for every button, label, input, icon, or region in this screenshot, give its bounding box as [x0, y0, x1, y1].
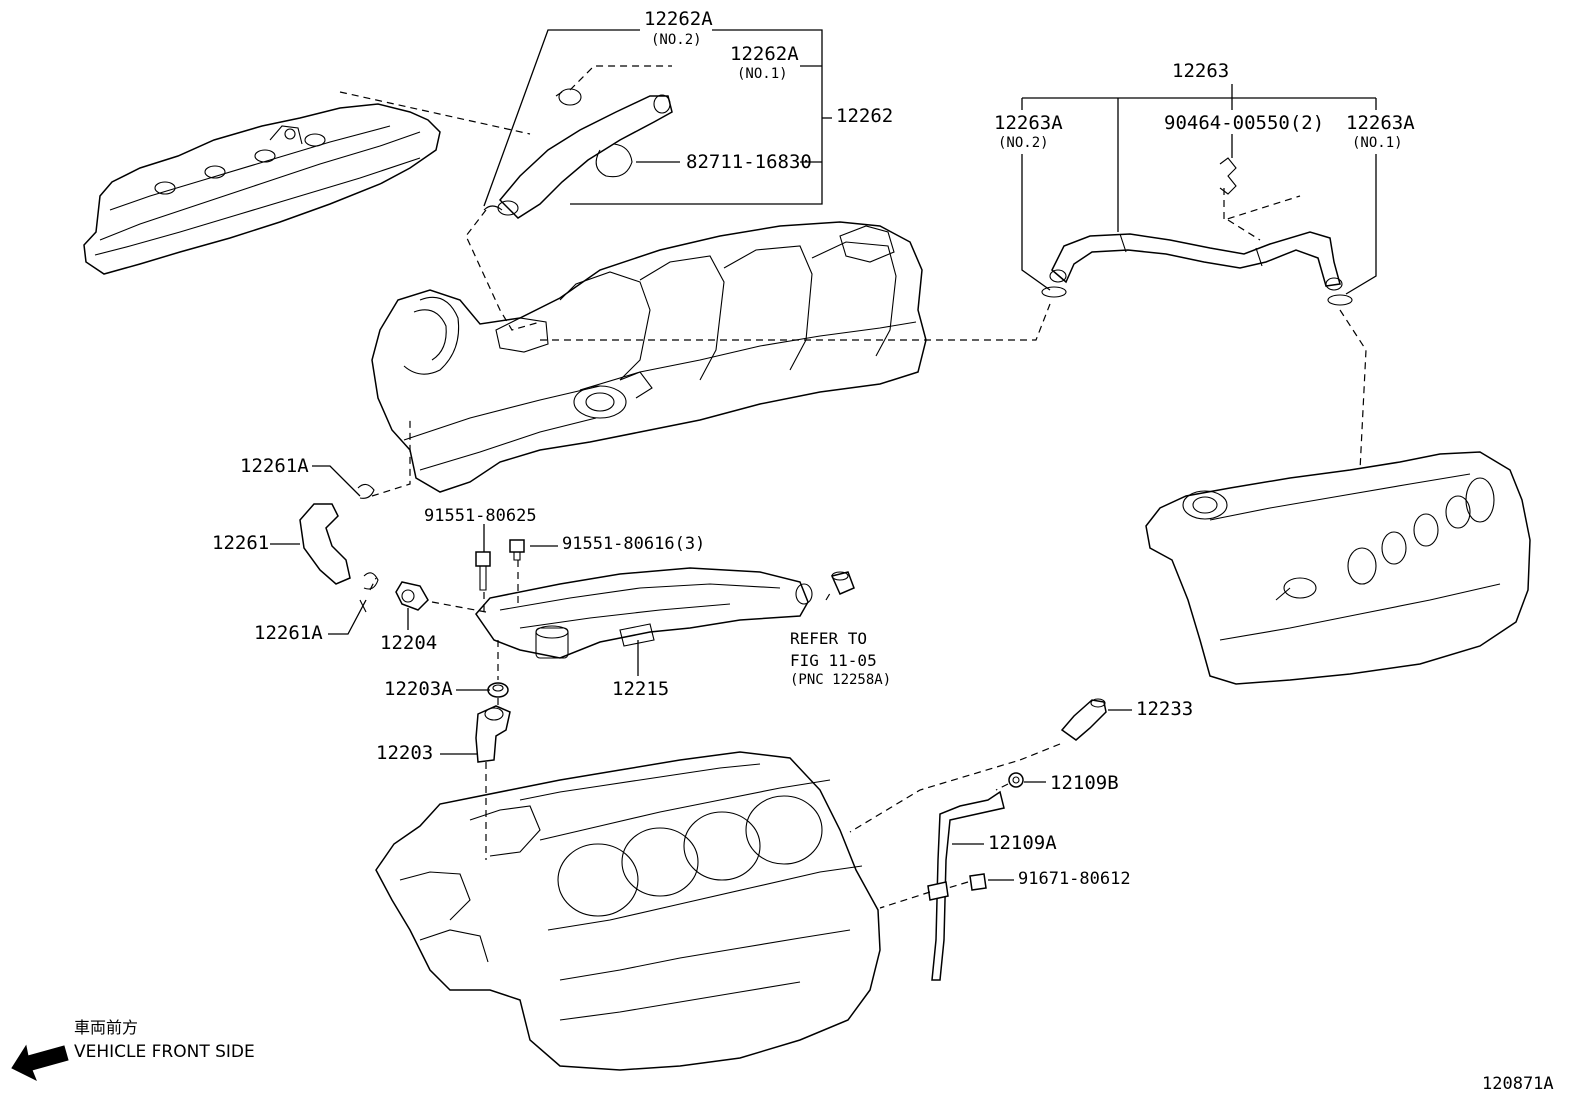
right-head-cover-illustration — [1145, 451, 1531, 685]
oil-separator-illustration — [475, 567, 813, 659]
label-12109B[interactable]: 12109B — [1050, 772, 1119, 794]
assembly-dash-lines — [339, 65, 1367, 909]
label-12204[interactable]: 12204 — [380, 632, 438, 654]
label-91671-80612[interactable]: 91671-80612 — [1018, 869, 1131, 889]
label-82711-16830[interactable]: 82711-16830 — [686, 151, 812, 173]
label-12262[interactable]: 12262 — [836, 105, 894, 127]
label-12262A-no2[interactable]: 12262A — [644, 8, 713, 30]
direction-label-english: VEHICLE FRONT SIDE — [74, 1042, 255, 1062]
refer-to-line3: (PNC 12258A) — [790, 672, 892, 689]
diagram-id: 120871A — [1482, 1074, 1554, 1094]
label-12263A-no2[interactable]: 12263A — [994, 112, 1063, 134]
label-91551-80625[interactable]: 91551-80625 — [424, 506, 537, 526]
front-direction-arrow-icon — [11, 1044, 69, 1082]
label-12263A-no1[interactable]: 12263A — [1346, 112, 1415, 134]
label-12109A[interactable]: 12109A — [988, 832, 1057, 854]
label-12261[interactable]: 12261 — [212, 532, 270, 554]
label-12233[interactable]: 12233 — [1136, 698, 1194, 720]
intake-manifold-illustration — [371, 221, 927, 493]
refer-to-line2: FIG 11-05 — [790, 650, 877, 670]
hose-12262-illustration — [483, 88, 673, 219]
hose-12261-illustration — [299, 483, 379, 613]
left-head-cover-illustration — [83, 103, 441, 275]
label-12262A-no1-sub: (NO.1) — [737, 66, 788, 82]
label-12261A-bottom[interactable]: 12261A — [254, 622, 323, 644]
hose-12263-illustration — [1041, 157, 1353, 306]
label-12262A-no1[interactable]: 12262A — [730, 43, 799, 65]
label-12262A-no2-sub: (NO.2) — [651, 32, 702, 48]
direction-label-japanese: 車両前方 — [74, 1018, 139, 1037]
label-12263A-no2-sub: (NO.2) — [998, 135, 1049, 151]
refer-to-line1: REFER TO — [790, 629, 868, 648]
engine-block-illustration — [375, 751, 881, 1071]
label-91551-80616[interactable]: 91551-80616(3) — [562, 534, 706, 554]
label-12261A-top[interactable]: 12261A — [240, 455, 309, 477]
label-12263[interactable]: 12263 — [1172, 60, 1230, 82]
label-12263A-no1-sub: (NO.1) — [1352, 135, 1403, 151]
label-12215[interactable]: 12215 — [612, 678, 670, 700]
label-12203A[interactable]: 12203A — [384, 678, 453, 700]
leader-lines — [270, 29, 1377, 881]
refer-to-note[interactable]: REFER TO FIG 11-05 (PNC 12258A) — [790, 628, 891, 690]
label-12203[interactable]: 12203 — [376, 742, 434, 764]
small-parts-illustration — [395, 539, 1107, 981]
label-90464-00550[interactable]: 90464-00550(2) — [1164, 112, 1325, 134]
